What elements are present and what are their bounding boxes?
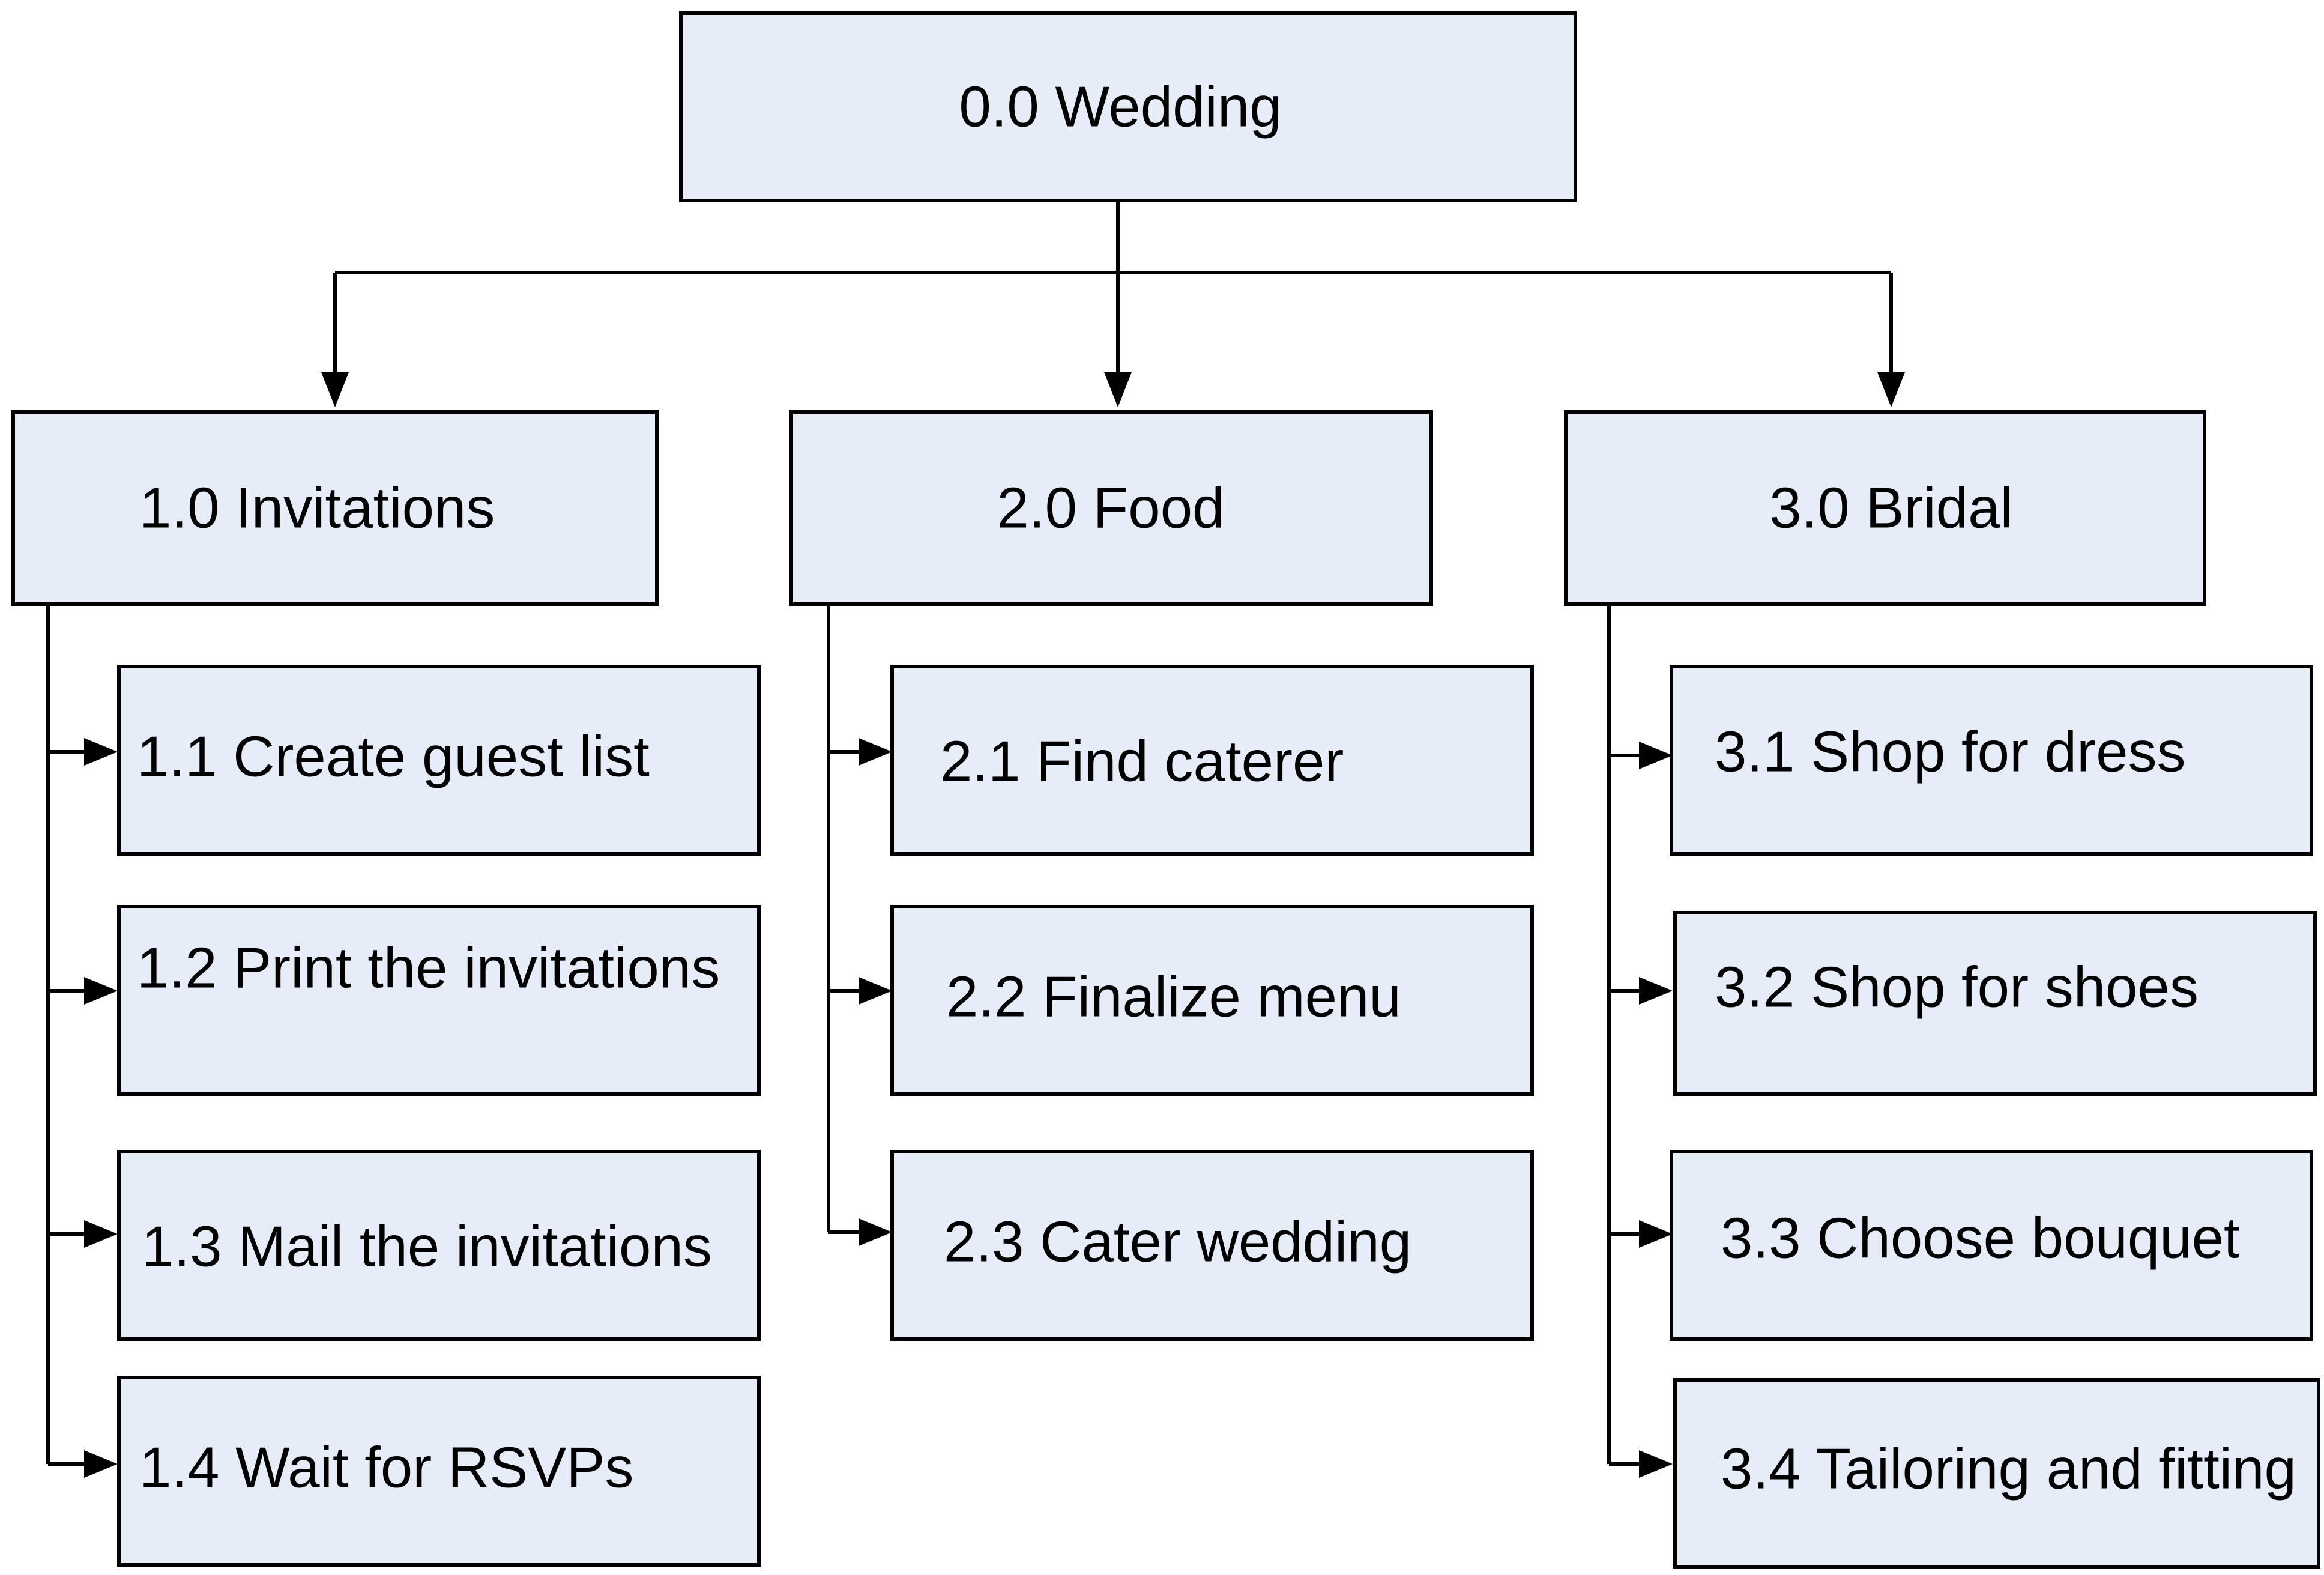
task-node-3-1-label: 3.1 Shop for dress — [1715, 720, 2185, 784]
root-node: 0.0 Wedding — [679, 11, 1577, 202]
task-node-2-3: 2.3 Cater wedding — [890, 1150, 1534, 1341]
task-node-1-4-box — [117, 1376, 761, 1567]
task-node-1-1: 1.1 Create guest list — [117, 665, 761, 856]
branch-node-bridal-box — [1564, 410, 2206, 606]
invitations-arrow-1-3 — [84, 1220, 118, 1248]
branch-node-invitations-box — [11, 410, 659, 606]
task-node-1-4-label: 1.4 Wait for RSVPs — [139, 1436, 633, 1500]
invitations-connectors — [46, 604, 118, 1478]
bridal-connectors — [1607, 604, 1673, 1478]
task-node-1-3-label: 1.3 Mail the invitations — [142, 1215, 712, 1279]
root-node-label: 0.0 Wedding — [959, 75, 1281, 139]
branch-arrow-bridal — [1877, 372, 1905, 407]
bridal-arrow-3-2 — [1639, 977, 1673, 1005]
root-node-box — [679, 11, 1577, 202]
task-node-2-2-label: 2.2 Finalize menu — [946, 965, 1401, 1029]
invitations-arrow-1-1 — [84, 738, 118, 766]
task-node-1-4: 1.4 Wait for RSVPs — [117, 1376, 761, 1567]
task-node-2-2: 2.2 Finalize menu — [890, 905, 1534, 1096]
task-node-1-3-box — [117, 1150, 761, 1341]
task-node-1-2-label: 1.2 Print the invitations — [137, 936, 720, 1000]
task-node-3-2-box — [1673, 911, 2317, 1096]
task-node-1-1-box — [117, 665, 761, 856]
task-node-3-3-label: 3.3 Choose bouquet — [1721, 1206, 2240, 1271]
branch-node-invitations-label: 1.0 Invitations — [139, 476, 495, 540]
food-connectors — [827, 604, 892, 1246]
task-node-1-2-box — [117, 905, 761, 1096]
branch-arrow-invitations — [321, 372, 349, 407]
branch-arrow-food — [1104, 372, 1132, 407]
task-node-1-2: 1.2 Print the invitations — [117, 905, 761, 1096]
branch-node-food: 2.0 Food — [789, 410, 1433, 606]
task-node-1-3: 1.3 Mail the invitations — [117, 1150, 761, 1341]
task-node-3-2: 3.2 Shop for shoes — [1673, 911, 2317, 1096]
branch-node-bridal-label: 3.0 Bridal — [1769, 476, 2013, 540]
task-node-2-1-label: 2.1 Find caterer — [940, 730, 1344, 794]
task-node-3-1-box — [1670, 665, 2313, 856]
food-arrow-2-2 — [859, 977, 892, 1005]
task-node-3-3: 3.3 Choose bouquet — [1670, 1150, 2313, 1341]
task-node-2-1-box — [890, 665, 1534, 856]
task-node-3-4-label: 3.4 Tailoring and fitting — [1721, 1437, 2296, 1501]
branch-node-invitations: 1.0 Invitations — [11, 410, 659, 606]
branch-node-food-box — [789, 410, 1433, 606]
bridal-arrow-3-4 — [1639, 1450, 1673, 1478]
task-node-3-2-label: 3.2 Shop for shoes — [1715, 955, 2199, 1020]
task-node-2-1: 2.1 Find caterer — [890, 665, 1534, 856]
invitations-arrow-1-2 — [84, 977, 118, 1005]
root-connectors — [321, 202, 1905, 407]
task-node-3-4-box — [1673, 1378, 2320, 1569]
branch-node-bridal: 3.0 Bridal — [1564, 410, 2206, 606]
task-node-2-3-label: 2.3 Cater wedding — [944, 1210, 1411, 1274]
task-node-1-1-label: 1.1 Create guest list — [137, 725, 650, 789]
invitations-arrow-1-4 — [84, 1450, 118, 1478]
food-arrow-2-3 — [859, 1218, 892, 1246]
food-arrow-2-1 — [859, 738, 892, 766]
bridal-arrow-3-3 — [1639, 1220, 1673, 1248]
branch-node-food-label: 2.0 Food — [997, 476, 1225, 540]
task-node-2-2-box — [890, 905, 1534, 1096]
bridal-arrow-3-1 — [1639, 742, 1673, 769]
task-node-3-3-box — [1670, 1150, 2313, 1341]
task-node-3-4: 3.4 Tailoring and fitting — [1673, 1378, 2320, 1569]
task-node-3-1: 3.1 Shop for dress — [1670, 665, 2313, 856]
task-node-2-3-box — [890, 1150, 1534, 1341]
